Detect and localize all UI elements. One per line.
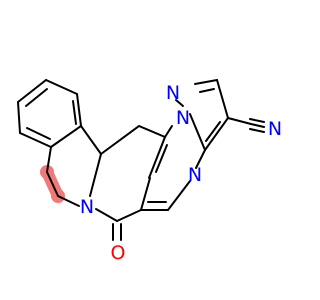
bond-double-inner [25,88,48,107]
bond-double-inner [199,88,215,93]
bond [194,79,218,85]
atom-n-ring: N [80,196,94,218]
bond [17,101,21,134]
atom-n-pyrimidine: N [188,164,202,186]
nitrile-group [227,117,265,133]
bond [249,128,265,133]
atom-n-nitrile: N [268,118,282,140]
bond [250,123,265,128]
bond [45,79,78,95]
molecule-diagram: N O N N N N [17,79,282,264]
bond [76,93,82,127]
bond [138,125,166,138]
bond [100,125,140,155]
bond [175,99,184,107]
bond [95,208,118,222]
bond [46,146,52,173]
atom-n-pyrazole-2: N [176,107,190,129]
atom-n-pyrazole-1: N [166,82,180,104]
bond [80,125,102,155]
aliphatic-bonds [46,125,166,222]
bond [204,117,229,151]
bond [17,79,47,103]
bond [189,113,206,151]
bond-double-inner [205,121,221,142]
carbonyl-group [112,223,122,241]
pyrazole-ring [175,79,229,151]
bond [227,117,252,125]
bond [216,79,229,119]
atom-o-carbonyl: O [111,242,126,264]
bond [46,171,59,197]
bond [116,209,142,222]
pyrimidine-ring [140,113,206,211]
bond [167,180,191,211]
bond [19,132,52,148]
bond-double-inner [155,144,168,173]
bond [195,149,206,169]
bond [148,136,166,179]
benzene-ring [17,79,82,148]
bond [57,195,80,207]
atom-labels: N O N N N N [80,82,282,264]
bond-double-inner [26,127,51,140]
bond [140,177,151,211]
bond [164,125,173,138]
bond [89,153,102,197]
bond [249,118,265,123]
bond [50,125,82,148]
bond-double-inner [72,100,77,125]
